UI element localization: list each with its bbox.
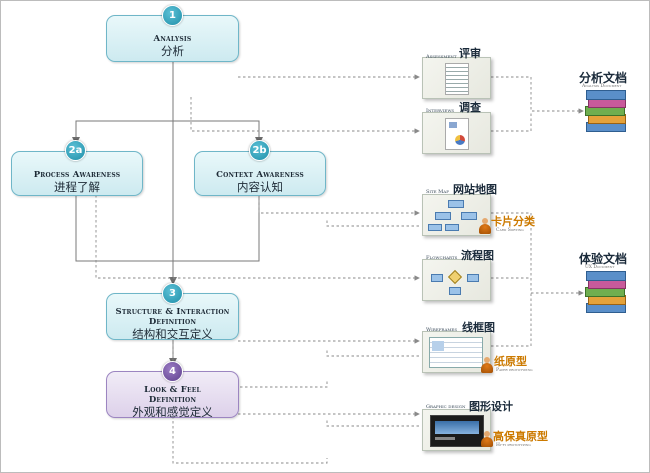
- step-context-en: Context Awareness: [216, 170, 304, 180]
- hifi-zh: 高保真原型: [493, 430, 548, 443]
- graphic-zh: 图形设计: [469, 400, 513, 413]
- ux-document-stack-icon: [584, 271, 628, 317]
- person-icon: [481, 357, 493, 373]
- flowcharts-thumbnail: [422, 259, 491, 301]
- assessment-en: Assessment: [426, 54, 457, 60]
- graphic-thumbnail: [422, 409, 491, 451]
- step-process-en: Process Awareness: [33, 170, 121, 180]
- step-1-number: 1: [162, 5, 183, 26]
- hifi-en: Hi-fi prototyping: [496, 443, 531, 448]
- report-icon: [445, 118, 469, 150]
- step-3-number: 3: [162, 283, 183, 304]
- step-2b-number: 2b: [249, 140, 270, 161]
- flowcharts-zh: 流程图: [461, 249, 494, 262]
- wireframes-zh: 线框图: [462, 321, 495, 334]
- person-icon: [479, 218, 491, 234]
- step-context-zh: 内容认知: [237, 180, 283, 194]
- wireframes-thumbnail: [422, 331, 491, 373]
- step-analysis-en: Analysis: [153, 34, 192, 44]
- step-process-awareness: Process Awareness 进程了解: [11, 151, 143, 196]
- step-analysis-zh: 分析: [161, 44, 184, 58]
- sitemap-en: Site Map: [426, 189, 449, 195]
- person-icon: [481, 431, 493, 447]
- assessment-zh: 评审: [459, 47, 481, 60]
- sitemap-zh: 网站地图: [453, 183, 497, 196]
- cardsorting-en: Card Sorting: [496, 228, 524, 233]
- step-process-zh: 进程了解: [54, 180, 100, 194]
- step-2a-number: 2a: [65, 140, 86, 161]
- analysis-document-stack-icon: [584, 90, 628, 136]
- interviews-thumbnail: [422, 112, 491, 154]
- flowcharts-en: Flowcharts: [426, 255, 458, 261]
- paper-zh: 纸原型: [494, 355, 527, 368]
- step-lookfeel-en: Look & Feel Definition: [144, 385, 201, 405]
- interviews-en: Interviews: [426, 108, 455, 114]
- step-4-number: 4: [162, 361, 183, 382]
- wireframes-en: Wireframes: [426, 327, 458, 333]
- paper-en: Paper prototyping: [496, 368, 533, 373]
- interviews-zh: 调查: [459, 101, 481, 114]
- analysis-doc-en: Analysis Document: [582, 84, 622, 89]
- assessment-thumbnail: [422, 57, 491, 99]
- document-icon: [445, 63, 469, 95]
- analysis-doc-zh: 分析文档: [579, 71, 628, 85]
- step-lookfeel-zh: 外观和感觉定义: [132, 405, 213, 419]
- ux-doc-en: UX Document: [585, 265, 615, 270]
- cardsorting-zh: 卡片分类: [491, 215, 535, 228]
- ux-doc-zh: 体验文档: [579, 252, 628, 266]
- step-structure-zh: 结构和交互定义: [132, 327, 213, 341]
- step-structure-en: Structure & Interaction Definition: [115, 307, 230, 327]
- graphic-en: Graphic design: [426, 404, 466, 410]
